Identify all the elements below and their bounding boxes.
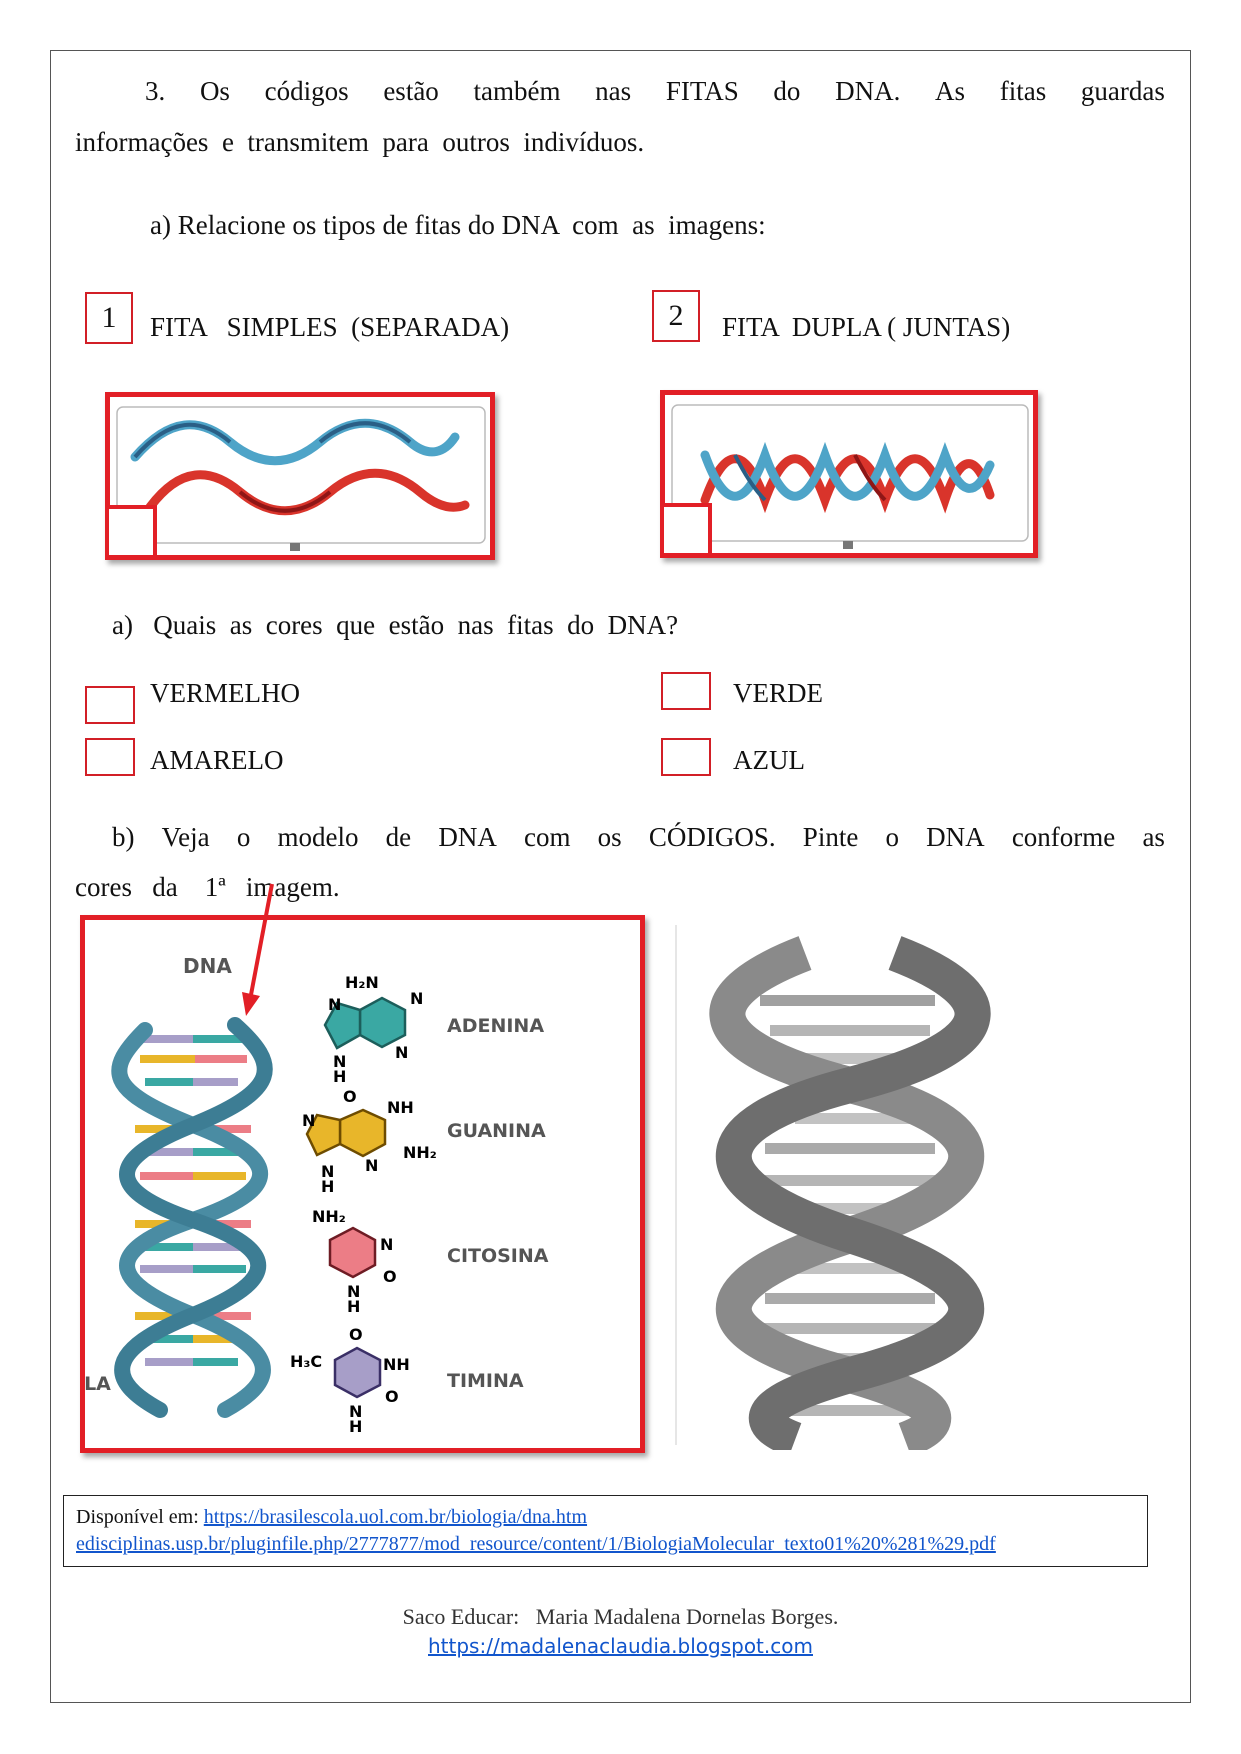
- svg-text:N: N: [380, 1235, 393, 1254]
- color-option-azul: AZUL: [733, 745, 805, 775]
- svg-text:N: N: [349, 1402, 362, 1421]
- word: 3.: [145, 76, 166, 106]
- checkbox-vermelho[interactable]: [85, 686, 135, 724]
- word: fitas: [999, 76, 1047, 106]
- single-strand-illustration: [116, 406, 486, 551]
- answer-box-double[interactable]: [660, 503, 712, 557]
- svg-text:O: O: [349, 1325, 363, 1344]
- double-strand-image-frame: [660, 390, 1038, 558]
- svg-text:H: H: [347, 1297, 360, 1316]
- word: Pinte: [802, 822, 859, 852]
- thymine-structure: O H₃C NH O N H: [290, 1325, 410, 1436]
- gray-dna-to-color[interactable]: [675, 925, 1045, 1450]
- svg-text:N: N: [333, 1052, 346, 1071]
- answer-box-single[interactable]: [105, 505, 157, 559]
- question-line-2: informações e transmitem para outros ind…: [75, 127, 645, 157]
- svg-text:N: N: [328, 995, 341, 1014]
- svg-text:O: O: [383, 1267, 397, 1286]
- word: Os: [199, 76, 230, 106]
- question-line-1: 3. Os códigos estão também nas FITAS do …: [75, 76, 1165, 107]
- svg-text:H₃C: H₃C: [290, 1352, 322, 1371]
- svg-text:N: N: [410, 989, 423, 1008]
- word: o: [236, 822, 251, 852]
- base-label-adenina: ADENINA: [447, 1015, 544, 1037]
- dna-title: DNA: [183, 954, 232, 978]
- color-option-vermelho: VERMELHO: [150, 678, 300, 708]
- strand-type-1-label: FITA SIMPLES (SEPARADA): [150, 312, 510, 342]
- color-option-verde: VERDE: [733, 678, 823, 708]
- number-box-1: 1: [85, 292, 133, 344]
- svg-text:H: H: [333, 1067, 346, 1086]
- word: estão: [383, 76, 439, 106]
- number-box-2: 2: [652, 290, 700, 342]
- word: As: [935, 76, 966, 106]
- word: modelo: [277, 822, 359, 852]
- footer-link-wrap: https://madalenaclaudia.blogspot.com: [0, 1633, 1241, 1659]
- svg-text:N: N: [395, 1043, 408, 1062]
- source-link-1[interactable]: https://brasilescola.uol.com.br/biologia…: [203, 1506, 588, 1528]
- svg-text:O: O: [343, 1087, 357, 1106]
- part-a1-prompt: a) Relacione os tipos de fitas do DNA co…: [150, 210, 766, 240]
- source-prefix: Disponível em:: [76, 1506, 204, 1528]
- word: com: [524, 822, 571, 852]
- checkbox-azul[interactable]: [661, 738, 711, 776]
- part-b-line-1: b) Veja o modelo de DNA com os CÓDIGOS. …: [75, 822, 1165, 853]
- word: também: [473, 76, 561, 106]
- word: as: [1142, 822, 1165, 852]
- svg-text:NH₂: NH₂: [403, 1143, 437, 1162]
- word: DNA.: [835, 76, 901, 106]
- part-a2-prompt: a) Quais as cores que estão nas fitas do…: [112, 610, 679, 640]
- word: códigos: [264, 76, 349, 106]
- word: os: [597, 822, 622, 852]
- source-box: Disponível em: https://brasilescola.uol.…: [63, 1495, 1148, 1567]
- base-label-citosina: CITOSINA: [447, 1245, 549, 1267]
- page-border: [50, 50, 1191, 1703]
- double-strand-illustration: [671, 404, 1029, 549]
- checkbox-verde[interactable]: [661, 672, 711, 710]
- cytosine-structure: NH₂ N O N H: [312, 1207, 397, 1316]
- word: conforme: [1011, 822, 1116, 852]
- word: DNA: [926, 822, 985, 852]
- checkbox-amarelo[interactable]: [85, 738, 135, 776]
- base-label-guanina: GUANINA: [447, 1120, 546, 1142]
- word: de: [385, 822, 412, 852]
- word: FITAS: [665, 76, 739, 106]
- svg-text:N: N: [302, 1111, 315, 1130]
- svg-text:H: H: [349, 1417, 362, 1436]
- source-link-2[interactable]: edisciplinas.usp.br/pluginfile.php/27778…: [76, 1533, 996, 1555]
- svg-text:H: H: [321, 1177, 334, 1196]
- adenine-structure: H₂N N N N N H: [323, 973, 423, 1086]
- footer-blog-link[interactable]: https://madalenaclaudia.blogspot.com: [428, 1634, 813, 1658]
- word: Veja: [161, 822, 210, 852]
- word: CÓDIGOS.: [648, 822, 776, 852]
- svg-text:N: N: [321, 1162, 334, 1181]
- guanine-structure: O NH N N NH₂ N H: [302, 1087, 437, 1196]
- svg-text:NH: NH: [387, 1098, 414, 1117]
- cut-label: ILA: [85, 1373, 111, 1395]
- word: DNA: [438, 822, 497, 852]
- word: o: [885, 822, 899, 852]
- dna-codes-diagram: DNA H₂N N N N N H: [77, 954, 549, 1436]
- word: guardas: [1080, 76, 1165, 106]
- dna-backbone-2: [114, 1017, 273, 1418]
- footer-credit: Saco Educar: Maria Madalena Dornelas Bor…: [402, 1604, 839, 1629]
- dna-codes-image-frame: DNA H₂N N N N N H: [77, 915, 645, 1453]
- pointer-arrow: [242, 883, 274, 1016]
- word: b): [112, 822, 135, 852]
- svg-text:H₂N: H₂N: [345, 973, 379, 992]
- base-label-timina: TIMINA: [447, 1370, 524, 1392]
- word: nas: [595, 76, 632, 106]
- part-b-line-2: cores da 1ª imagem.: [75, 872, 340, 902]
- svg-text:N: N: [365, 1156, 378, 1175]
- strand-type-2-label: FITA DUPLA ( JUNTAS): [722, 312, 1011, 342]
- color-option-amarelo: AMARELO: [150, 745, 284, 775]
- svg-text:O: O: [385, 1387, 399, 1406]
- gray-dna-backbone-2: [715, 936, 991, 1450]
- single-strand-image-frame: [105, 392, 495, 560]
- svg-text:NH: NH: [383, 1355, 410, 1374]
- svg-text:N: N: [347, 1282, 360, 1301]
- word: do: [773, 76, 801, 106]
- svg-text:NH₂: NH₂: [312, 1207, 346, 1226]
